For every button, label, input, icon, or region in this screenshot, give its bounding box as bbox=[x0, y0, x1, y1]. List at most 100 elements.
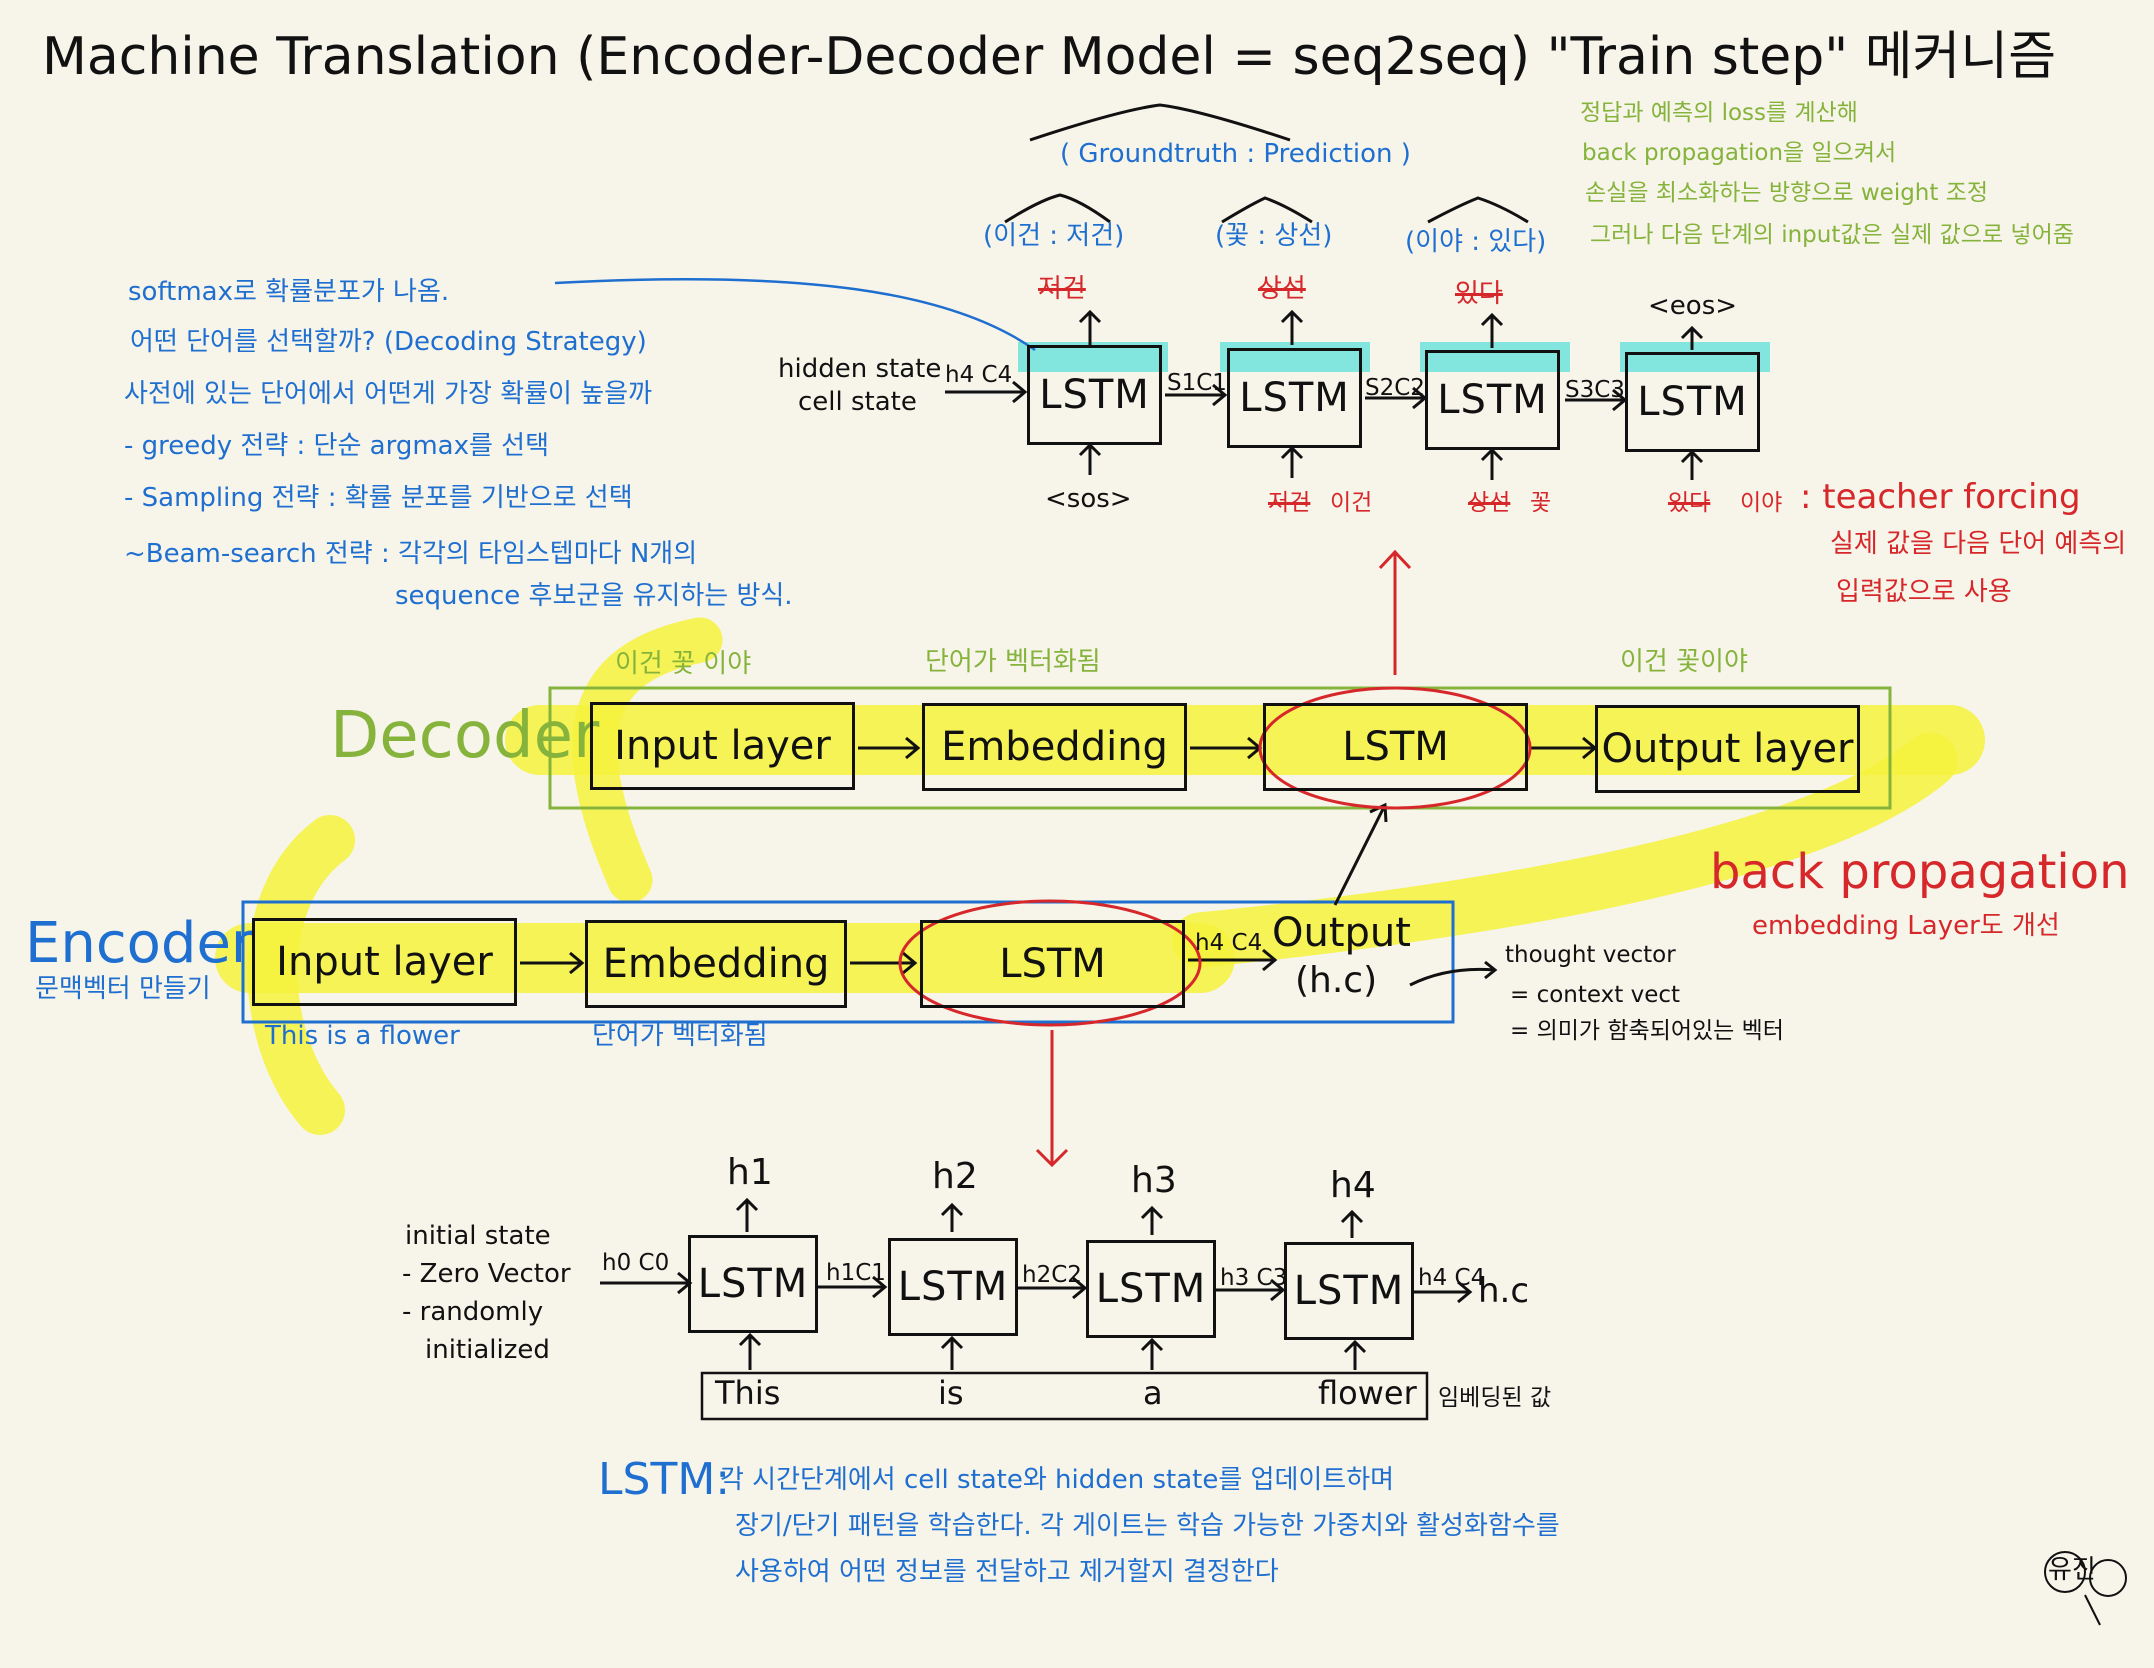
decoder-input-layer: Input layer bbox=[590, 702, 855, 790]
bottom-final-hc: h.c bbox=[1478, 1271, 1530, 1311]
signature: 유진 bbox=[2048, 1555, 2096, 1585]
output-struck-1: 저건 bbox=[1038, 274, 1086, 304]
top-lstm-1: LSTM bbox=[1027, 345, 1162, 445]
arrow-thought-vector bbox=[1409, 960, 1498, 987]
bottom-arrow-label-4: h4 C4 bbox=[1418, 1265, 1486, 1291]
bottom-lstm-2: LSTM bbox=[888, 1238, 1018, 1336]
bottom-word-3: a bbox=[1143, 1374, 1163, 1412]
brace-pair-2 bbox=[1221, 196, 1313, 224]
initial-state-1: - Zero Vector bbox=[402, 1259, 571, 1289]
loss-note-2: back propagation을 일으켜서 bbox=[1582, 140, 1897, 166]
encoder-below-embedding: 단어가 벡터화됨 bbox=[592, 1021, 768, 1051]
decoder-output-layer: Output layer bbox=[1595, 705, 1860, 793]
input-struck-1: 저건 bbox=[1268, 490, 1311, 516]
input-replaced-1: 이건 bbox=[1330, 490, 1373, 516]
bot-arrow-1-2 bbox=[818, 1275, 888, 1299]
input-struck-2: 상선 bbox=[1468, 490, 1511, 516]
bottom-h-3: h3 bbox=[1131, 1160, 1177, 1201]
top-in-1 bbox=[1078, 442, 1102, 475]
top-lstm-4: LSTM bbox=[1625, 352, 1760, 452]
encoder-left-hook bbox=[247, 815, 355, 1135]
lstm-desc-line-1: 각 시간단계에서 cell state와 hidden state를 업데이트하… bbox=[720, 1465, 1395, 1495]
thought-vector-3: = 의미가 함축되어있는 벡터 bbox=[1510, 1018, 1784, 1044]
initial-state-0: initial state bbox=[405, 1221, 551, 1251]
cyan-highlight-2 bbox=[1220, 342, 1370, 372]
encoder-arrow-label: h4 C4 bbox=[1195, 930, 1263, 956]
back-propagation-label: back propagation bbox=[1710, 844, 2130, 900]
lstm-desc-head: LSTM: bbox=[598, 1454, 731, 1505]
eos-token: <eos> bbox=[1648, 291, 1738, 321]
top-in-4 bbox=[1680, 449, 1704, 480]
loss-note-3: 손실을 최소화하는 방향으로 weight 조정 bbox=[1585, 180, 1989, 206]
lstm-desc-line-3: 사용하여 어떤 정보를 전달하고 제거할지 결정한다 bbox=[735, 1557, 1279, 1587]
bottom-h-4: h4 bbox=[1330, 1165, 1376, 1206]
bot-up-2 bbox=[940, 1202, 964, 1232]
input-struck-3: 있다 bbox=[1668, 490, 1711, 516]
encoder-sublabel: 문맥벡터 만들기 bbox=[35, 974, 211, 1004]
initial-state-3: initialized bbox=[425, 1335, 550, 1365]
loss-note-4: 그러나 다음 단계의 input값은 실제 값으로 넣어줌 bbox=[1590, 222, 2074, 248]
arrow-enc-emb-lstm bbox=[850, 951, 918, 975]
bottom-word-4: flower bbox=[1318, 1374, 1417, 1412]
pair-1: (이건 : 저건) bbox=[983, 221, 1125, 251]
softmax-note-2: 사전에 있는 단어에서 어떤게 가장 확률이 높을까 bbox=[124, 379, 652, 409]
top-out-1 bbox=[1078, 309, 1102, 345]
top-out-2 bbox=[1280, 309, 1304, 345]
decoder-above-embedding: 단어가 벡터화됨 bbox=[925, 647, 1101, 677]
enc-lstm-red-ellipse bbox=[898, 899, 1202, 1027]
pair-2: (꽃 : 상선) bbox=[1215, 221, 1333, 251]
bot-up-1 bbox=[735, 1197, 759, 1232]
brace-pair-3 bbox=[1427, 196, 1529, 224]
cell-state-label: cell state bbox=[798, 387, 917, 417]
input-replaced-2: 꽃 bbox=[1530, 490, 1552, 516]
top-arrow-label-0: h4 C4 bbox=[945, 362, 1013, 388]
top-arrow-label-3: S3C3 bbox=[1565, 377, 1625, 403]
decoder-embedding: Embedding bbox=[922, 703, 1187, 791]
top-lstm-3: LSTM bbox=[1425, 350, 1560, 450]
loss-note-1: 정답과 예측의 loss를 계산해 bbox=[1580, 100, 1858, 126]
top-arrow-1-2 bbox=[1165, 383, 1228, 407]
top-arrow-in bbox=[945, 380, 1028, 404]
thought-vector-1: thought vector bbox=[1505, 942, 1676, 968]
arrow-dec-input-emb bbox=[858, 736, 921, 760]
bottom-word-2: is bbox=[938, 1374, 964, 1412]
encoder-below-input: This is a flower bbox=[265, 1021, 460, 1051]
bottom-arrow-label-0: h0 C0 bbox=[602, 1250, 670, 1276]
cyan-highlight-4 bbox=[1620, 342, 1770, 372]
encoder-embedding: Embedding bbox=[585, 920, 847, 1008]
top-arrow-label-2: S2C2 bbox=[1365, 375, 1425, 401]
lstm-desc-line-2: 장기/단기 패턴을 학습한다. 각 게이트는 학습 가능한 가중치와 활성화함수… bbox=[735, 1511, 1560, 1541]
bottom-arrow-label-3: h3 C3 bbox=[1220, 1265, 1288, 1291]
top-out-3 bbox=[1480, 312, 1504, 348]
decoder-above-output: 이건 꽃이야 bbox=[1620, 647, 1748, 677]
bot-arrow-3-4 bbox=[1215, 1278, 1286, 1302]
pair-3: (이야 : 있다) bbox=[1405, 227, 1547, 257]
encoder-input-layer: Input layer bbox=[252, 918, 517, 1006]
encoder-outline bbox=[241, 900, 1455, 1024]
bottom-lstm-1: LSTM bbox=[688, 1235, 818, 1333]
softmax-note-5: ~Beam-search 전략 : 각각의 타임스텝마다 N개의 bbox=[124, 539, 698, 569]
softmax-note-0: softmax로 확률분포가 나옴. bbox=[128, 277, 450, 307]
teacher-forcing-desc-2: 입력값으로 사용 bbox=[1836, 577, 2012, 607]
page-title: Machine Translation (Encoder-Decoder Mod… bbox=[42, 27, 2057, 87]
red-arrow-up bbox=[1378, 549, 1412, 675]
embedding-layer-note: embedding Layer도 개선 bbox=[1752, 911, 2060, 941]
output-struck-2: 상선 bbox=[1258, 274, 1306, 304]
groundtruth-prediction-label: ( Groundtruth : Prediction ) bbox=[1060, 139, 1411, 169]
input-replaced-3: 이야 bbox=[1740, 490, 1783, 516]
encoder-lstm: LSTM bbox=[920, 920, 1185, 1008]
bot-in-4 bbox=[1343, 1339, 1367, 1370]
hidden-state-label: hidden state bbox=[778, 354, 942, 384]
signature-drawing bbox=[2044, 1551, 2127, 1626]
red-arrow-down bbox=[1035, 1030, 1069, 1168]
encoder-output: Output bbox=[1272, 910, 1411, 956]
cyan-highlight-3 bbox=[1420, 342, 1570, 372]
softmax-note-1: 어떤 단어를 선택할까? (Decoding Strategy) bbox=[130, 327, 647, 357]
bot-arrow-out bbox=[1413, 1280, 1473, 1304]
softmax-pointer-line bbox=[554, 277, 1036, 352]
decoder-outline bbox=[548, 686, 1892, 810]
bot-in-3 bbox=[1140, 1337, 1164, 1370]
bot-arrow-2-3 bbox=[1018, 1276, 1088, 1300]
bottom-lstm-4: LSTM bbox=[1284, 1242, 1414, 1340]
brace-groundtruth bbox=[1029, 103, 1291, 142]
